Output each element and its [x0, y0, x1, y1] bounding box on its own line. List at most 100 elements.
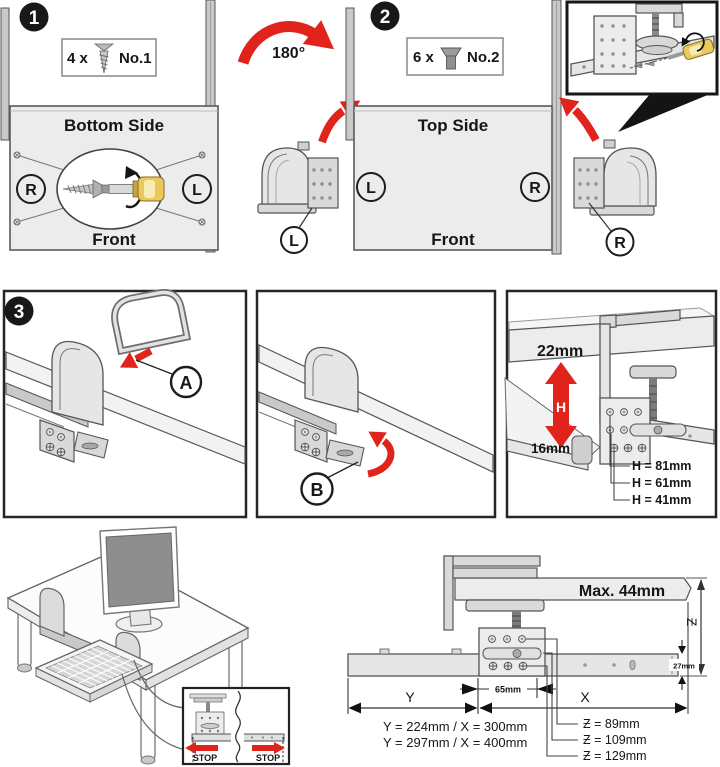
clamp-a [39, 340, 109, 463]
step2-panel-surface [353, 105, 553, 251]
stop-left-label: STOP [193, 753, 217, 763]
step2-badge-number: 2 [380, 7, 391, 28]
callout-a-label: A [180, 373, 193, 393]
detail-screws-and-driver [629, 32, 715, 69]
rotation-angle-label: 180° [272, 45, 305, 62]
step3-badge-number: 3 [14, 302, 25, 323]
travel-dimensions: Y X [347, 602, 689, 714]
x-axis-label: X [580, 689, 590, 705]
step2-badge [370, 1, 400, 31]
step1-mark-left: R [25, 182, 37, 199]
step1-mark-right: L [192, 182, 202, 199]
height-option-3: H = 41mm [632, 493, 691, 507]
dimension-drawing: Max. 44mm Ƶ 27mm [347, 555, 707, 763]
screw-no2-icon [440, 47, 462, 70]
slide-rail-b [258, 391, 337, 435]
step2-illustration: 2 6 x No.2 Top Side L R Front [345, 0, 562, 255]
desk-clamp-1 [39, 587, 65, 637]
callout-b-circle [300, 472, 334, 506]
panel-step3-b: B [255, 289, 497, 519]
clearance-top-label: 22mm [537, 343, 583, 360]
step2-mark-left: L [366, 180, 376, 197]
rail-height-label: 27mm [673, 662, 695, 671]
z-axis-label: Ƶ [684, 618, 700, 627]
screwdriver-icon [62, 166, 165, 209]
inset-pointer-wedge [618, 94, 710, 132]
max-thickness-label: Max. 44mm [579, 583, 665, 600]
rail-left2 [345, 7, 355, 141]
attach-arrow-right-icon [572, 107, 600, 142]
bracket-left-mark: L [289, 233, 299, 250]
step2-screw-no: No.2 [467, 49, 500, 66]
depth-option-3: Ƶ = 129mm [583, 749, 647, 763]
travel-option-2: Y = 297mm / X = 400mm [383, 735, 527, 750]
bracket-right-mark-circle [605, 227, 635, 257]
step2-screw-spec: 6 x No.2 [406, 37, 504, 76]
height-option-1: H = 81mm [632, 459, 691, 473]
callout-a-circle [169, 365, 203, 399]
inset-mini-clamp [189, 693, 227, 735]
bracket-left [257, 141, 339, 214]
break-line [235, 690, 241, 763]
tray-edge-h [506, 438, 589, 471]
mark-circle-left2 [356, 172, 386, 202]
attach-arrow-left-icon [318, 107, 346, 144]
travel-option-1: Y = 224mm / X = 300mm [383, 719, 527, 734]
clamp-side-view [443, 555, 546, 677]
monitor-screen [105, 532, 175, 608]
step1-screw-no: No.1 [119, 50, 152, 67]
height-arrow-icon: H [545, 362, 577, 448]
step2-mark-right: R [529, 180, 541, 197]
depth-option-2: Ƶ = 109mm [583, 733, 647, 747]
rotate-180-arrow-icon [237, 21, 318, 65]
step1-badge-number: 1 [29, 8, 40, 29]
stop-right-label: STOP [256, 753, 280, 763]
clamp-b [294, 346, 365, 467]
clearance-bottom-label: 16mm [531, 441, 570, 456]
bracket-left-mark-circle [280, 226, 308, 254]
mark-circle-right [182, 174, 212, 204]
cover-cap-outline [111, 289, 192, 356]
detail-clamp [635, 3, 684, 55]
mark-circle-left [16, 174, 46, 204]
height-arrow-label: H [556, 399, 566, 415]
step1-badge [19, 2, 49, 32]
step2-screw-qty: 6 x [413, 49, 435, 66]
stop-arrow-left-icon [185, 742, 218, 754]
step2-front-label: Front [431, 230, 475, 249]
depth-callouts: Ƶ = 89mm Ƶ = 109mm Ƶ = 129mm [526, 638, 647, 763]
rotation-section: 180° L [237, 20, 361, 254]
step3-badge [4, 296, 34, 326]
offset-dimension: 65mm [460, 678, 556, 714]
clamp-h [599, 309, 715, 465]
height-option-2: H = 61mm [632, 476, 691, 490]
detail-bracket-plate [593, 15, 637, 75]
panel-step3-a: 3 A [2, 289, 248, 519]
slide-stop-inset: STOP STOP [181, 686, 291, 766]
step1-front-label: Front [92, 230, 136, 249]
rotate-arrow-b-icon [367, 438, 395, 478]
step1-illustration: 1 4 x No.1 Bottom Side R L Front [0, 0, 219, 253]
desk-overview: STOP STOP [6, 526, 291, 766]
top-side-label: Top Side [418, 116, 489, 135]
screw-no1-icon [93, 43, 115, 74]
y-axis-label: Y [405, 689, 415, 705]
keyboard-tray [34, 639, 154, 703]
mark-circle-right2 [520, 172, 550, 202]
bracket-right-mark: R [614, 235, 626, 252]
offset-label: 65mm [495, 685, 521, 695]
monitor [99, 526, 180, 633]
depth-option-1: Ƶ = 89mm [583, 717, 640, 731]
tray-rail-end-h [571, 435, 593, 465]
callout-b-label: B [311, 480, 324, 500]
rail-left [0, 7, 10, 141]
step1-screw-spec: 4 x No.1 [61, 38, 157, 77]
bracket-right [573, 139, 657, 216]
stop-arrow-right-icon [252, 742, 285, 754]
panel-mounting-heights: 22mm H 16mm H = 81mm H = 61mm H = 41mm [504, 289, 718, 519]
detail-screwdriver-icon [682, 38, 715, 60]
bottom-side-label: Bottom Side [64, 116, 164, 135]
assembly-detail-inset: R [559, 0, 719, 257]
